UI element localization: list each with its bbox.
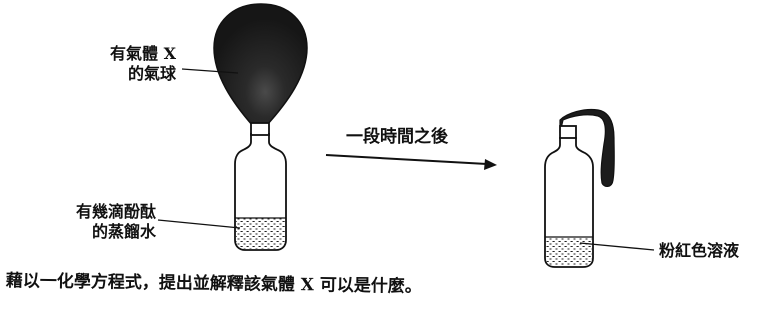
balloon-bottle-setup <box>213 3 308 251</box>
balloon-neck <box>250 122 270 136</box>
balloon-label-line1: 有氣體 X <box>110 44 176 63</box>
water-label-line2: 的蒸餾水 <box>91 222 156 241</box>
deflated-balloon <box>559 108 615 187</box>
bottle-neck-right <box>559 125 577 139</box>
pink-solution <box>546 237 592 266</box>
solution-leader-line <box>579 242 655 251</box>
balloon-label: 有氣體 X 的氣球 <box>86 44 176 84</box>
liquid-left <box>236 218 285 249</box>
water-label: 有幾滴酚酞 的蒸餾水 <box>52 202 156 242</box>
bottle-right <box>544 137 594 268</box>
water-leader-line <box>157 219 241 229</box>
solution-label: 粉紅色溶液 <box>659 241 740 260</box>
balloon-with-gas <box>213 3 308 127</box>
time-arrow <box>325 154 497 170</box>
balloon-leader-line <box>181 68 239 74</box>
bottle-left <box>234 133 287 251</box>
deflated-setup <box>544 108 615 268</box>
arrow-label: 一段時間之後 <box>346 127 448 147</box>
balloon-label-line2: 的氣球 <box>127 64 176 83</box>
water-label-line1: 有幾滴酚酞 <box>75 202 156 221</box>
